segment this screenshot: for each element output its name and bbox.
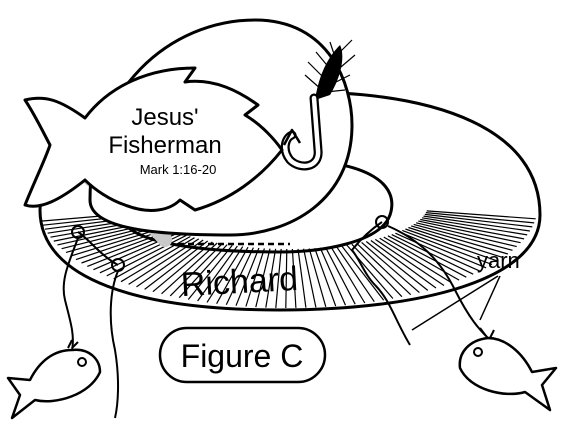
brim-hatch-line <box>415 222 517 248</box>
brim-hatch-line <box>402 229 493 266</box>
brim-hatch-line <box>391 234 474 275</box>
brim-hatch-line <box>216 246 249 304</box>
brim-hatch-line <box>319 247 347 306</box>
brim-hatch-line <box>285 248 288 309</box>
brim-hatch-line <box>370 240 437 289</box>
brim-hatch-line <box>341 245 385 301</box>
brim-hatch-line <box>314 247 337 307</box>
brim-hatch-line <box>423 215 530 232</box>
fish-card: Jesus' Fisherman Mark 1:16-20 <box>23 66 284 212</box>
figure-label: Figure C <box>181 338 304 374</box>
brim-hatch-line <box>297 248 307 308</box>
brim-hatch-line <box>330 246 366 304</box>
brim-hatch-line <box>136 239 204 288</box>
brim-hatch-line <box>351 243 403 298</box>
brim-hatch-line <box>235 247 260 306</box>
brim-hatch-line <box>197 245 238 302</box>
brim-hatch-line <box>395 232 481 272</box>
brim-hatch-line <box>128 238 200 285</box>
brim-hatch-line <box>275 248 282 308</box>
brim-hatch-line <box>424 213 533 228</box>
brim-hatch-line <box>426 210 536 220</box>
brim-hatch-line <box>106 234 187 277</box>
brim-hatch-line <box>408 226 504 259</box>
brim-hatch-line <box>398 231 487 269</box>
brim-hatch-line <box>245 248 265 307</box>
brim-hatch-line <box>265 248 277 308</box>
brim-hatch-line <box>413 223 513 251</box>
figure-label-badge: Figure C <box>158 326 327 384</box>
brim-hatch-line <box>420 218 525 240</box>
brim-hatch-line <box>206 246 244 303</box>
brim-hatch-line <box>113 235 191 280</box>
small-fish-right-icon <box>458 327 558 412</box>
brim-hatch-line <box>308 248 327 307</box>
brim-hatch-line <box>418 220 521 244</box>
brim-hatch-line <box>255 248 271 308</box>
brim-hatch-line <box>144 240 209 290</box>
fish-hook-icon <box>280 93 323 171</box>
brim-hatch-line <box>405 228 498 262</box>
brim-hatch-line <box>361 241 420 294</box>
brim-hatch-line <box>411 225 509 255</box>
brim-hatch-line <box>178 244 228 299</box>
small-fish-left-icon <box>6 339 102 420</box>
brim-hatch-line <box>379 237 453 284</box>
fish-card-title-line2: Fisherman <box>108 132 221 159</box>
brim-hatch-line <box>225 247 254 306</box>
fish-card-reference: Mark 1:16-20 <box>140 162 217 177</box>
brim-hatch-line <box>335 245 375 303</box>
brim-hatch-line <box>325 247 356 305</box>
brim-hatch-line <box>383 236 460 281</box>
brim-hatch-line <box>387 235 467 278</box>
brim-hatch-line <box>187 245 233 300</box>
brim-hatch-line <box>421 217 528 236</box>
brim-hatch-line <box>161 242 218 295</box>
brim-hatch-line <box>425 212 535 224</box>
yarn-pointer-lines <box>411 275 501 331</box>
brim-hatch-line <box>303 248 317 308</box>
fish-card-title-line1: Jesus' <box>131 104 198 131</box>
brim-hatch-line <box>365 241 429 291</box>
brim-hatch-line <box>291 248 297 308</box>
brim-hatch-line <box>356 242 412 296</box>
feather-icon <box>304 39 356 100</box>
yarn-label: yarn <box>477 248 520 273</box>
brim-hatch-line <box>169 243 223 297</box>
brim-hatch-line <box>374 238 445 286</box>
yarn-strands <box>62 215 489 419</box>
brim-hatch-line <box>152 241 213 293</box>
brim-name-label: Richard <box>180 260 299 304</box>
yarn-hole-right-1 <box>375 215 389 229</box>
